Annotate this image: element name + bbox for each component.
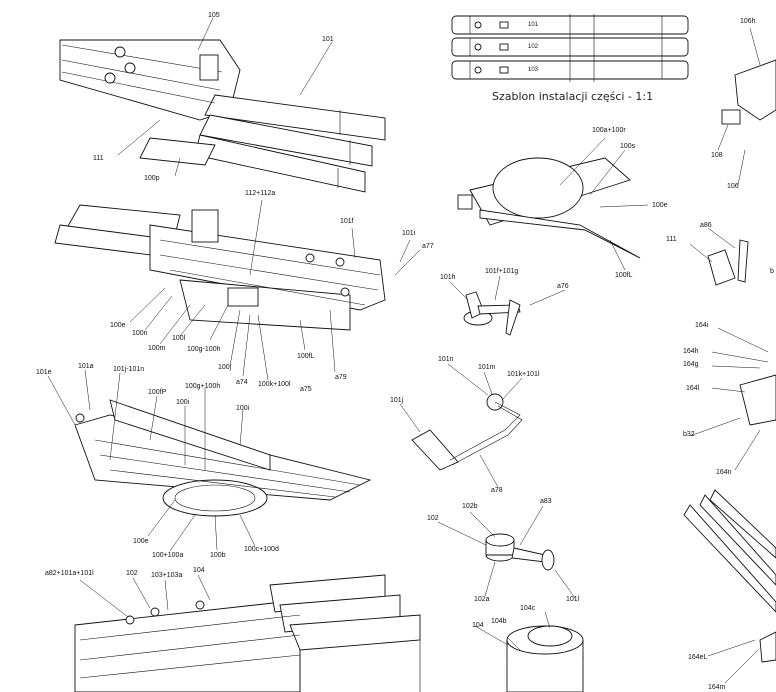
part-104 [474, 611, 584, 692]
label-164i: 164i [695, 322, 709, 329]
label-100-100a: 100+100a [152, 552, 184, 559]
label-101i: 101i [402, 230, 416, 237]
label-100l: 100l [172, 335, 186, 342]
label-105: 105 [208, 12, 220, 19]
label-100e: 100e [110, 322, 126, 329]
label-101f: 101f [340, 218, 354, 225]
template-part-3: 103 [528, 67, 539, 73]
label-164l: 164l [686, 385, 700, 392]
template-part-2: 102 [528, 44, 539, 50]
label-a79: a79 [335, 374, 347, 381]
label-100fp: 100fP [148, 389, 167, 396]
label-100g-100h-lower: 100g+100h [185, 383, 221, 390]
label-164g: 164g [683, 361, 699, 368]
label-164el: 164eL [688, 654, 708, 661]
label-100a-100r: 100a+100r [592, 127, 626, 134]
label-103: 103+103a [151, 572, 183, 579]
template-title: Szablon instalacji części - 1:1 [492, 90, 654, 103]
label-112: 112+112a [245, 190, 276, 197]
label-111-right: 111 [666, 236, 677, 243]
label-100j: 100j [218, 364, 232, 371]
label-106: 106 [727, 183, 739, 190]
lower-left-assembly [47, 369, 372, 552]
label-100e-lower: 100e [133, 538, 149, 545]
label-164m: 164m [708, 684, 726, 691]
label-101k: 101k+101l [507, 371, 540, 378]
label-a86: a86 [700, 222, 712, 229]
label-104b: 104b [491, 618, 507, 625]
label-101h: 101h [440, 274, 456, 281]
label-100k: 100k+100l [258, 381, 291, 388]
label-100i-a: 100i [176, 399, 190, 406]
label-108: 108 [711, 152, 723, 159]
label-101a: 101a [78, 363, 94, 370]
label-164n: 164n [716, 469, 732, 476]
label-a82: a82+101a+101l [45, 570, 94, 577]
label-100s: 100s [620, 143, 636, 150]
right-column-parts [683, 27, 776, 684]
label-101: 101 [322, 36, 334, 43]
label-100b: 100b [210, 552, 226, 559]
label-102a: 102a [474, 596, 490, 603]
label-101e: 101e [36, 369, 52, 376]
label-164h: 164h [683, 348, 699, 355]
label-101l: 101l [566, 596, 580, 603]
label-b32: b32 [683, 431, 695, 438]
installation-template [451, 14, 689, 82]
label-a77: a77 [422, 243, 434, 250]
label-101f-101g: 101f+101g [485, 268, 519, 275]
part-101j [399, 363, 523, 488]
label-100m: 100m [148, 345, 166, 352]
label-a83: a83 [540, 498, 552, 505]
label-b: b [770, 268, 774, 275]
label-102: 102 [427, 515, 439, 522]
label-a74: a74 [236, 379, 248, 386]
top-left-assembly [59, 17, 386, 193]
bottom-left-assembly [74, 574, 421, 692]
label-100p: 100p [144, 175, 160, 182]
label-101j-101n: 101j-101n [113, 366, 145, 373]
label-104c: 104c [520, 605, 536, 612]
label-106h: 106h [740, 18, 756, 25]
label-a75: a75 [300, 386, 312, 393]
label-104-left: 104 [193, 567, 205, 574]
label-100c: 100c+100d [244, 546, 279, 553]
label-100n: 100n [132, 330, 148, 337]
base-plate [457, 137, 649, 271]
label-111: 111 [93, 155, 104, 162]
label-101n: 101n [438, 356, 454, 363]
label-100fl: 100fL [297, 353, 315, 360]
part-102 [437, 505, 576, 599]
template-part-1: 101 [528, 22, 539, 28]
part-101f [449, 275, 566, 336]
label-100fl-right: 100fL [615, 272, 633, 279]
middle-left-assembly [54, 199, 421, 381]
label-a78: a78 [491, 487, 503, 494]
label-100e-right: 100e [652, 202, 668, 209]
label-101m: 101m [478, 364, 496, 371]
label-104: 104 [472, 622, 484, 629]
label-100g-100h: 100g-100h [187, 346, 221, 353]
label-102-left: 102 [126, 570, 138, 577]
label-100i-b: 100i [236, 405, 250, 412]
label-a76: a76 [557, 283, 569, 290]
label-102b: 102b [462, 503, 478, 510]
label-101j: 101j [390, 397, 404, 404]
